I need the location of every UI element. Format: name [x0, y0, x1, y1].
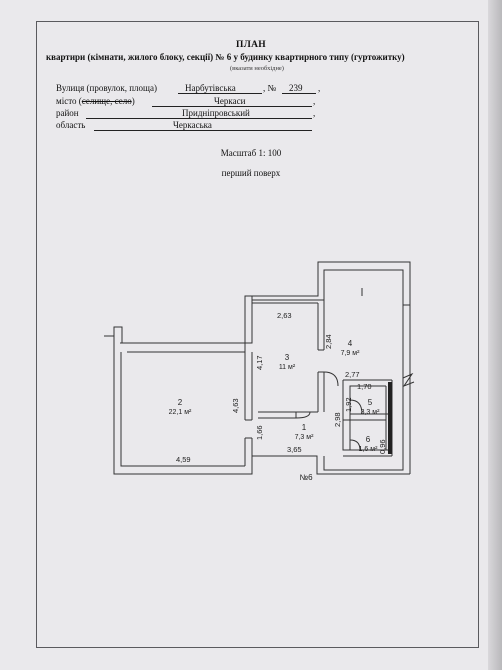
district-value: Придніпровський	[182, 108, 250, 118]
dim-170: 1,70	[357, 382, 372, 391]
district-underline	[86, 118, 312, 119]
dim-417: 4,17	[255, 355, 264, 370]
dim-463: 4,63	[231, 398, 240, 413]
number-value: 239	[289, 83, 303, 93]
number-underline	[282, 93, 316, 94]
document-title: ПЛАН	[236, 40, 266, 50]
street-value: Нарбутівська	[185, 83, 236, 93]
dim-365: 3,65	[287, 445, 302, 454]
room-4-number: 4	[348, 339, 353, 348]
document-subtitle: квартири (кімнати, жилого блоку, секції)…	[46, 52, 405, 62]
apartment-label: №6	[299, 473, 313, 482]
scale-label: Масштаб 1: 100	[220, 148, 282, 158]
dim-192: 1,92	[344, 397, 353, 412]
number-label: , №	[263, 83, 277, 93]
region-underline	[94, 130, 312, 131]
room-6-number: 6	[366, 435, 371, 444]
region-label: область	[56, 120, 86, 130]
page-frame	[36, 21, 479, 648]
room-3-number: 3	[285, 353, 290, 362]
room-2-area: 22,1 м²	[169, 409, 192, 416]
room-4-area: 7,9 м²	[341, 350, 360, 357]
dim-277: 2,77	[345, 370, 360, 379]
room-2-wall-inner	[120, 352, 245, 467]
dim-298: 2,98	[333, 412, 342, 427]
room-6-area: 1,6 м²	[359, 446, 378, 453]
region-value: Черкаська	[173, 120, 212, 130]
room-5-number: 5	[368, 398, 373, 407]
page-edge-shadow	[488, 0, 502, 670]
apartment-number: 6	[226, 52, 232, 62]
dim-096: 0,96	[378, 439, 387, 454]
dim-459: 4,59	[176, 455, 191, 464]
city-value: Черкаси	[214, 96, 246, 106]
dim-284: 2,84	[324, 334, 333, 349]
thick-wall-mark	[388, 382, 392, 454]
district-label: район	[56, 108, 79, 118]
city-underline	[152, 106, 312, 107]
subtitle-hint: (вказати необхідне)	[230, 65, 284, 72]
dim-263: 2,63	[277, 311, 292, 320]
room-3-area: 11 м²	[279, 364, 296, 371]
room-1-area: 7,3 м²	[295, 434, 314, 441]
floor-label: перший поверх	[221, 168, 281, 178]
room-2-number: 2	[178, 398, 183, 407]
street-underline	[178, 93, 262, 94]
room-1-number: 1	[302, 423, 307, 432]
street-label: Вулиця (провулок, площа)	[56, 83, 157, 93]
city-label: місто (селище, село)	[56, 96, 135, 106]
room-5-area: 3,3 м²	[361, 409, 380, 416]
dim-166: 1,66	[255, 425, 264, 440]
